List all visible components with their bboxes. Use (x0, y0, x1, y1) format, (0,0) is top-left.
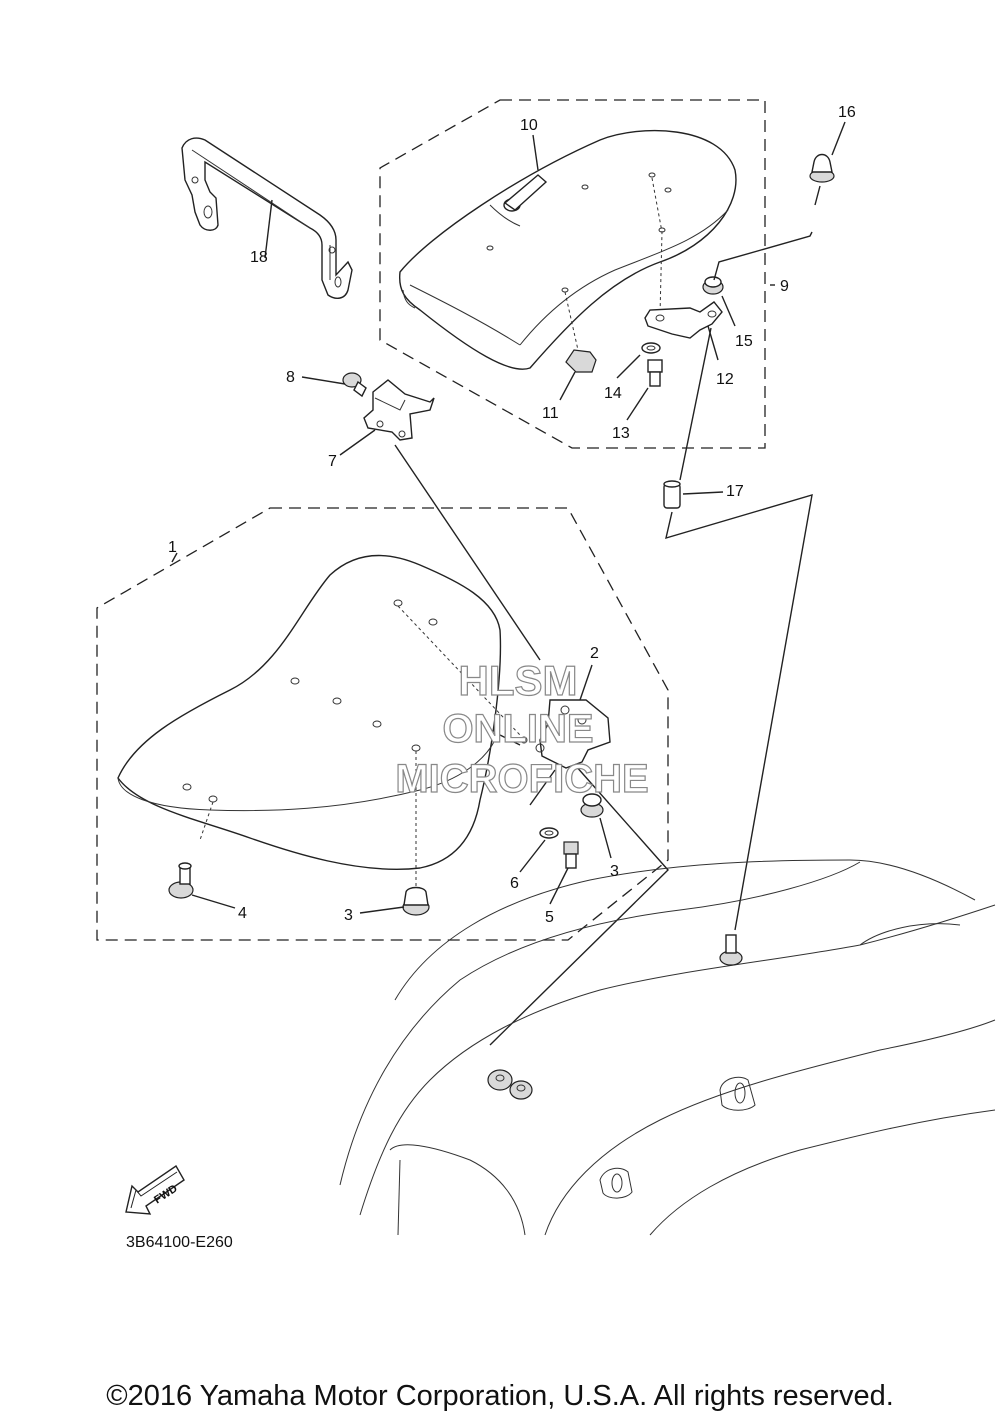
part-7-bracket (363, 379, 435, 441)
body-bolt (719, 934, 743, 966)
callout-1: 1 (168, 539, 177, 556)
part-3-damper-right (580, 793, 604, 818)
rear-fender-body (339, 859, 996, 1236)
part-18-grab-bar (181, 137, 353, 299)
part-6-washer (539, 827, 559, 839)
callout-4: 4 (238, 905, 247, 922)
callout-13: 13 (612, 425, 630, 442)
callout-15: 15 (735, 333, 753, 350)
watermark-line-2: ONLINE (442, 707, 593, 751)
callout-9: 9 (780, 278, 789, 295)
part-15-grommet (702, 276, 724, 295)
part-2-bracket (520, 699, 611, 769)
callout-10: 10 (520, 117, 538, 134)
callout-6: 6 (510, 875, 519, 892)
callout-14: 14 (604, 385, 622, 402)
callout-11: 11 (542, 405, 559, 422)
pillion-group-outline (379, 99, 766, 449)
part-4-pin (168, 862, 194, 899)
callout-5: 5 (545, 909, 554, 926)
pillion-seat (398, 129, 737, 370)
diagram-code: 3B64100-E260 (126, 1234, 233, 1251)
callout-17: 17 (726, 483, 744, 500)
part-12-bracket (644, 301, 723, 339)
callout-16: 16 (838, 104, 856, 121)
part-16-nut (809, 153, 835, 183)
part-5-bolt (563, 841, 579, 869)
part-17-collar (663, 480, 681, 509)
callout-7: 7 (328, 453, 337, 470)
callout-3-center: 3 (344, 907, 353, 924)
callout-12: 12 (716, 371, 734, 388)
callout-3-right: 3 (610, 863, 619, 880)
main-seat-group-outline (96, 507, 669, 941)
callout-18: 18 (250, 249, 268, 266)
body-rubbers (487, 1069, 533, 1100)
part-11-clip (565, 349, 597, 373)
main-seat (117, 554, 521, 888)
copyright-notice: ©2016 Yamaha Motor Corporation, U.S.A. A… (106, 1380, 894, 1412)
part-3-damper-center (402, 886, 430, 916)
watermark-line-3: MICROFICHE (395, 757, 648, 801)
callout-2: 2 (590, 645, 599, 662)
watermark-line-1: HLSM (459, 657, 578, 704)
callout-8: 8 (286, 369, 295, 386)
part-8-bolt (342, 372, 367, 398)
part-14-washer (641, 342, 661, 354)
fwd-arrow-icon: FWD (125, 1164, 185, 1215)
part-13-bolt (647, 359, 663, 387)
